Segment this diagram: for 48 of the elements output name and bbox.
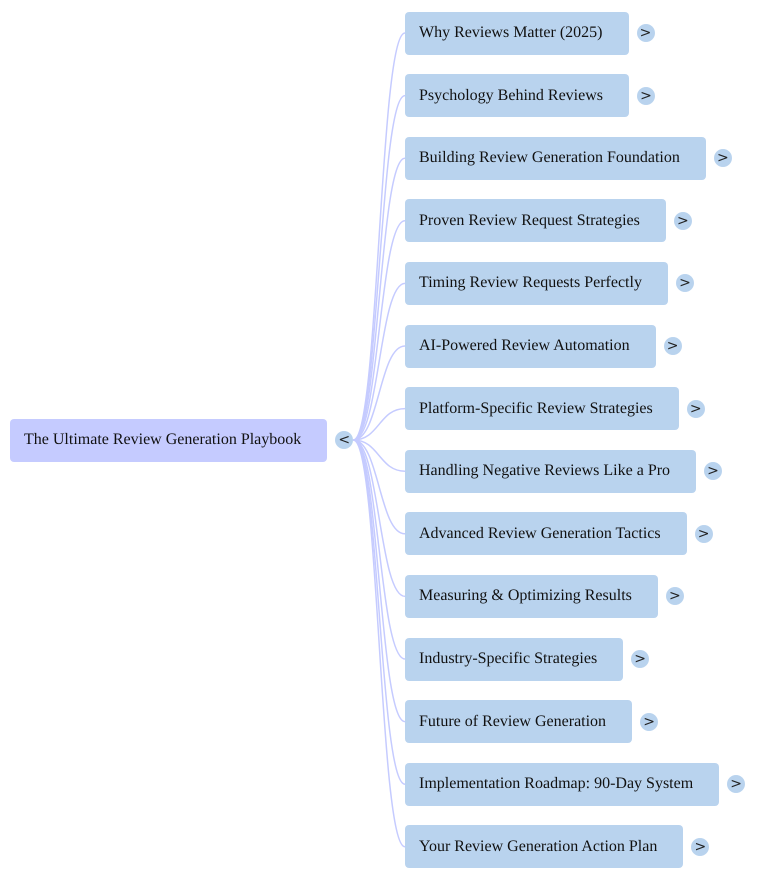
subtopic-box [405,74,629,118]
expand-toggle: > [664,337,682,355]
subtopic-box [405,136,706,180]
subtopic-box [405,638,624,680]
topic-text: The Ultimate Review Generation Playbook [24,431,302,449]
topic-text: Your Review Generation Action Plan [419,838,658,856]
subtopic-box [405,762,720,806]
topic-text: AI-Powered Review Automation [419,337,630,355]
expand-toggle: > [636,24,655,42]
subtopic-box [405,199,666,242]
topic-text: Handling Negative Reviews Like a Pro [419,462,670,480]
subtopic-box [405,324,656,368]
expand-toggle: > [686,400,705,418]
subtopic-box [405,574,658,618]
expand-toggle: > [631,650,650,668]
topic-text: Psychology Behind Reviews [419,86,603,105]
expand-toggle: > [727,775,746,794]
expand-toggle: > [691,838,710,856]
subtopic-box [405,825,684,868]
expand-toggle: > [637,86,655,105]
subtopic-box [405,387,679,430]
subtopic-box [405,262,668,305]
root-topic-box [10,418,328,462]
topic-text: Building Review Generation Foundation [419,149,680,168]
topic-text: Measuring & Optimizing Results [419,587,632,606]
connector-line [352,440,406,785]
topic-text: Implementation Roadmap: 90-Day System [419,775,694,794]
expand-toggle: > [674,212,692,230]
subtopic-box [405,450,696,493]
expand-toggle: > [676,274,694,292]
expand-toggle: > [640,712,658,731]
expand-toggle: > [714,149,732,168]
connector-line [352,32,406,440]
topic-text: Proven Review Request Strategies [419,212,640,230]
topic-text: Advanced Review Generation Tactics [419,524,661,543]
collapse-toggle: < [335,431,354,449]
connector-line [352,440,406,848]
topic-text: Industry-Specific Strategies [419,650,598,668]
subtopic-box [405,700,632,744]
subtopic-box [405,512,687,556]
subtopic-box [405,12,629,54]
expand-toggle: > [666,587,684,606]
expand-toggle: > [694,524,713,543]
expand-toggle: > [704,462,722,480]
topic-text: Timing Review Requests Perfectly [419,274,642,292]
topic-text: Future of Review Generation [419,712,606,731]
topic-text: Platform-Specific Review Strategies [419,400,653,418]
topic-text: Why Reviews Matter (2025) [419,24,603,42]
